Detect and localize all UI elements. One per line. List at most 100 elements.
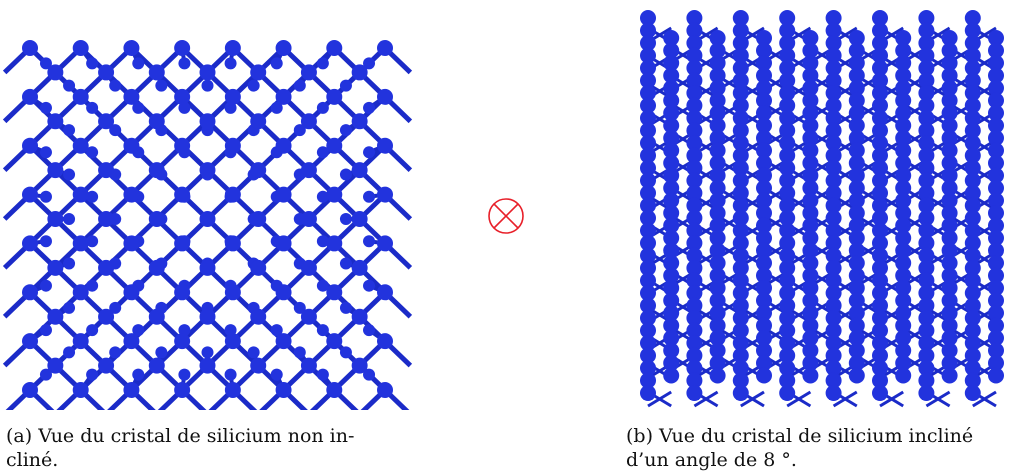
atom [148, 211, 165, 227]
atom [941, 355, 958, 371]
atom [895, 230, 912, 246]
atom [756, 55, 772, 71]
atom [663, 192, 680, 209]
atom [848, 330, 865, 346]
atom [178, 324, 191, 337]
atom [825, 60, 842, 76]
atom [872, 85, 888, 101]
atom [709, 30, 726, 46]
atom [779, 185, 796, 201]
atom [132, 324, 145, 337]
atom [872, 222, 888, 239]
atom [895, 367, 912, 384]
atom [663, 367, 680, 384]
atom [732, 372, 749, 389]
atom [964, 235, 981, 251]
atom [941, 267, 958, 284]
atom [872, 35, 888, 51]
atom [86, 57, 99, 70]
atom [964, 197, 981, 214]
atom [895, 80, 912, 96]
atom [363, 279, 376, 292]
atom [732, 322, 749, 339]
atom [316, 146, 329, 159]
atom [339, 124, 352, 137]
atom [72, 333, 89, 350]
atom [848, 167, 865, 184]
atom [895, 67, 912, 84]
atom [351, 308, 368, 325]
atom [300, 357, 317, 374]
atom [72, 186, 89, 203]
atom [178, 101, 191, 114]
atom [941, 255, 958, 271]
atom [964, 260, 981, 276]
atom [293, 79, 306, 92]
atom [802, 142, 819, 159]
atom [663, 280, 680, 296]
atom [756, 180, 772, 196]
atom [802, 267, 819, 284]
atom [709, 167, 726, 184]
atom [964, 297, 981, 314]
atom [895, 342, 912, 359]
atom [848, 117, 865, 134]
atom [941, 42, 958, 59]
bond [925, 390, 951, 408]
atom [351, 211, 368, 227]
atom [964, 122, 981, 139]
atom [326, 88, 343, 105]
atom [39, 146, 52, 159]
atom [779, 122, 796, 139]
atom [732, 35, 749, 51]
atom [988, 130, 1004, 146]
atom [174, 186, 191, 203]
atom [732, 335, 749, 351]
atom [663, 42, 680, 59]
atom [155, 79, 168, 92]
atom [351, 259, 368, 276]
atom [941, 30, 958, 46]
atom [663, 355, 680, 371]
atom [709, 180, 726, 196]
atom [732, 147, 749, 164]
atom [732, 85, 749, 101]
atom [848, 305, 865, 321]
atom [779, 247, 796, 264]
atom [663, 255, 680, 271]
atom [848, 155, 865, 171]
atom [872, 360, 888, 376]
atom [316, 101, 329, 114]
atom [872, 135, 888, 151]
atom [941, 305, 958, 321]
atom [802, 55, 819, 71]
atom [363, 368, 376, 381]
atom [732, 10, 749, 26]
atom [779, 110, 796, 126]
atom [326, 333, 343, 350]
atom [224, 368, 237, 381]
atom [663, 130, 680, 146]
atom [47, 357, 64, 374]
atom [848, 67, 865, 84]
atom [825, 10, 842, 26]
atom [148, 308, 165, 325]
atom [640, 335, 656, 351]
crystal-view-tilted [640, 10, 1004, 408]
atom [779, 310, 796, 326]
atom [848, 130, 865, 146]
atom [756, 192, 772, 209]
atom [941, 92, 958, 109]
atom [964, 285, 981, 301]
atom [250, 211, 267, 227]
atom [709, 255, 726, 271]
atom [663, 92, 680, 109]
atom [988, 280, 1004, 296]
atom [123, 284, 140, 301]
atom [872, 10, 888, 26]
atom [663, 217, 680, 234]
atom [98, 308, 115, 325]
atom [174, 137, 191, 154]
bond [740, 390, 765, 408]
atom [224, 382, 241, 398]
